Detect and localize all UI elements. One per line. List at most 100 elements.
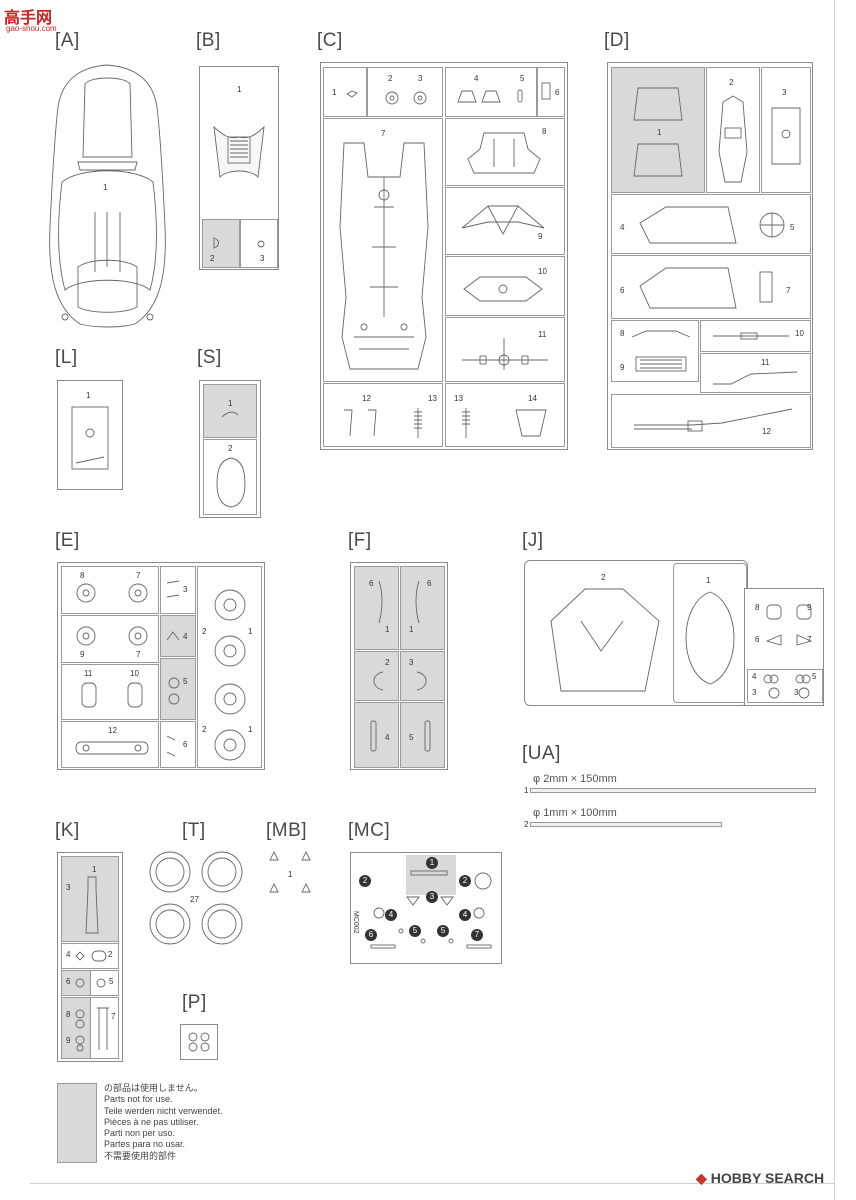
mc-badge: 1 [426, 857, 438, 869]
part-e1-wheels [214, 589, 246, 761]
part-s2 [216, 457, 246, 508]
sprue-j-clear: 1 2 [524, 560, 748, 706]
part-number: 13 [454, 394, 463, 403]
section-label-mb: [MB] [266, 820, 308, 841]
part-number: 10 [130, 669, 139, 678]
cell: 12 13 [323, 383, 443, 447]
rod1-number: 1 [524, 786, 529, 795]
part-number: 3 [418, 74, 423, 83]
section-label-t: [T] [182, 820, 206, 841]
part-d11 [713, 371, 798, 385]
cell: 2 [706, 67, 760, 193]
plastic-rod-1 [530, 788, 816, 793]
part-number: 6 [427, 579, 432, 588]
plastic-rod-2 [530, 822, 722, 827]
mc-badge: 2 [459, 875, 471, 887]
unused-cell: 5 [400, 702, 445, 768]
cell: 11 [445, 317, 565, 382]
part-number: 9 [807, 603, 812, 612]
part-number: 11 [761, 358, 770, 367]
cell: 7 [323, 118, 443, 382]
part-c10 [463, 276, 543, 302]
part-d10 [713, 332, 789, 340]
part-k2-k4 [75, 950, 107, 962]
part-number: 4 [66, 950, 71, 959]
part-number: 3 [409, 658, 414, 667]
unused-cell: 6 1 [400, 566, 445, 650]
part-number: 9 [538, 232, 543, 241]
part-number: 5 [790, 223, 795, 232]
cell: 4 5 [611, 194, 811, 254]
unused-cell: 1 [611, 67, 705, 193]
section-label-a: [A] [55, 30, 80, 51]
part-number: 9 [66, 1036, 71, 1045]
cell: 9 [445, 187, 565, 255]
part-number: 1 [248, 627, 253, 636]
part-c8 [467, 132, 541, 174]
unused-cell: 2 [354, 651, 399, 701]
section-label-d: [D] [604, 30, 630, 51]
legend-line: の部品は使用しません。 [104, 1083, 203, 1093]
part-number: 7 [807, 635, 812, 644]
mc-badge: 5 [409, 925, 421, 937]
part-c7-chassis [339, 142, 429, 370]
watermark-logo: 高手网 gao-shou.com [4, 4, 74, 36]
part-number: 6 [369, 579, 374, 588]
part-number: 2 [385, 658, 390, 667]
part-number: 1 [332, 88, 337, 97]
part-f5 [424, 720, 431, 752]
part-p-polycaps [188, 1032, 210, 1052]
rod2-number: 2 [524, 820, 529, 829]
part-number: 5 [183, 677, 188, 686]
part-number: 4 [474, 74, 479, 83]
part-c11-axle [462, 338, 548, 370]
part-e10-e11 [81, 682, 143, 708]
part-number: 11 [84, 669, 93, 678]
part-number: 8 [755, 603, 760, 612]
part-d6-d7 [639, 267, 773, 309]
cell: 2 [203, 439, 257, 515]
part-c9 [461, 205, 545, 235]
sprue-d: 1 2 3 4 5 6 7 8 9 10 [607, 62, 813, 450]
cell: 1 [323, 67, 367, 117]
unused-parts-legend: の部品は使用しません。 Parts not for use. Teile wer… [104, 1083, 223, 1162]
part-c4-c5 [457, 89, 523, 103]
part-number: 2 [729, 78, 734, 87]
part-number: 1 [103, 183, 108, 192]
part-d2-dash [718, 95, 748, 183]
cell: 4 2 [61, 943, 119, 969]
part-k5 [96, 978, 106, 988]
cell: 7 [90, 997, 119, 1059]
section-label-p: [P] [182, 992, 207, 1013]
cell: 8 [445, 118, 565, 186]
part-number: 12 [108, 726, 117, 735]
unused-cell: 1 3 [61, 856, 119, 942]
legend-line: Parti non per uso. [104, 1128, 176, 1139]
sprue-f: 6 1 6 1 2 3 4 5 [350, 562, 448, 770]
unused-cell: 3 [400, 651, 445, 701]
part-t27-tires [149, 851, 243, 945]
watermark-title: 高手网 [4, 8, 53, 27]
cell: 12 [611, 394, 811, 448]
part-k1 [85, 876, 99, 934]
part-mc-photoetch [370, 870, 492, 949]
legend-line: Parts not for use. [104, 1094, 173, 1105]
part-number: 12 [362, 394, 371, 403]
rod2-label: φ 1mm × 100mm [533, 807, 617, 819]
sprue-p [180, 1024, 218, 1060]
cell: 6 [160, 721, 196, 768]
part-f1 [378, 580, 383, 624]
unused-cell: 4 [354, 702, 399, 768]
part-number: 2 [202, 725, 207, 734]
section-label-mc: [MC] [348, 820, 391, 841]
page-border-bottom [30, 1183, 835, 1184]
part-number: 9 [80, 650, 85, 659]
part-f3 [416, 671, 427, 691]
part-number: 8 [542, 127, 547, 136]
part-number: 4 [620, 223, 625, 232]
part-d8-d9 [631, 330, 691, 372]
part-number: 10 [538, 267, 547, 276]
part-f1-mirror [415, 580, 420, 624]
hobby-search-logo: ◆HOBBY SEARCH [696, 1170, 824, 1187]
